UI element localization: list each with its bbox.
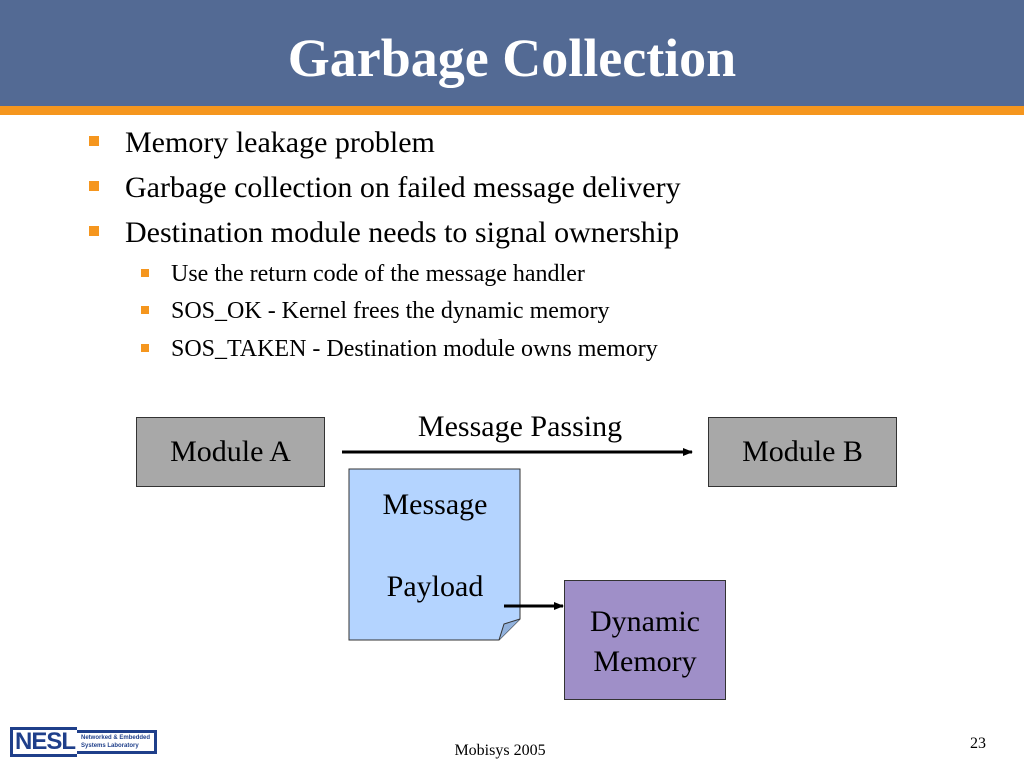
bullet-square-icon <box>141 344 149 352</box>
logo-subtitle: Networked & Embedded Systems Laboratory <box>77 730 158 754</box>
bullet-square-icon <box>141 269 149 277</box>
nesl-logo: NESL Networked & Embedded Systems Labora… <box>10 727 158 757</box>
bullet-square-icon <box>89 226 99 236</box>
dynamic-memory-label-line1: Dynamic <box>590 605 700 638</box>
bullet-item: Destination module needs to signal owner… <box>89 216 680 250</box>
bullet-text: Garbage collection on failed message del… <box>125 171 681 204</box>
payload-label-line2: Payload <box>386 570 484 603</box>
dynamic-memory-label-line2: Memory <box>593 645 697 678</box>
logo-wordmark: NESL <box>10 727 78 757</box>
bullet-text: SOS_OK - Kernel frees the dynamic memory <box>171 298 610 324</box>
bullet-text: Memory leakage problem <box>125 126 435 159</box>
sub-bullet-item: SOS_TAKEN - Destination module owns memo… <box>141 335 658 363</box>
sub-bullet-item: Use the return code of the message handl… <box>141 260 585 288</box>
bullet-text: Use the return code of the message handl… <box>171 261 585 287</box>
bullet-text: Destination module needs to signal owner… <box>125 216 680 249</box>
sub-bullet-item: SOS_OK - Kernel frees the dynamic memory <box>141 297 610 325</box>
bullet-square-icon <box>89 181 99 191</box>
bullet-square-icon <box>141 306 149 314</box>
slide-title: Garbage Collection <box>287 28 737 88</box>
footer-text: Mobisys 2005 <box>454 742 546 759</box>
logo-subtitle-line2: Systems Laboratory <box>81 743 139 749</box>
module-a-label: Module A <box>170 435 291 468</box>
logo-subtitle-line1: Networked & Embedded <box>81 735 151 741</box>
title-bar: Garbage Collection <box>0 0 1024 106</box>
payload-label-line1: Message <box>382 488 488 521</box>
title-underline <box>0 106 1024 115</box>
module-a-box: Module A <box>136 417 325 487</box>
bullet-item: Memory leakage problem <box>89 126 435 160</box>
bullet-item: Garbage collection on failed message del… <box>89 171 681 205</box>
module-b-label: Module B <box>742 435 863 468</box>
page-number: 23 <box>970 735 986 752</box>
module-b-box: Module B <box>708 417 897 487</box>
bullet-text: SOS_TAKEN - Destination module owns memo… <box>171 336 658 362</box>
note-fold-corner <box>498 618 521 641</box>
dynamic-memory-box: Dynamic Memory <box>564 580 726 700</box>
bullet-square-icon <box>89 136 99 146</box>
message-passing-label: Message Passing <box>417 410 623 443</box>
